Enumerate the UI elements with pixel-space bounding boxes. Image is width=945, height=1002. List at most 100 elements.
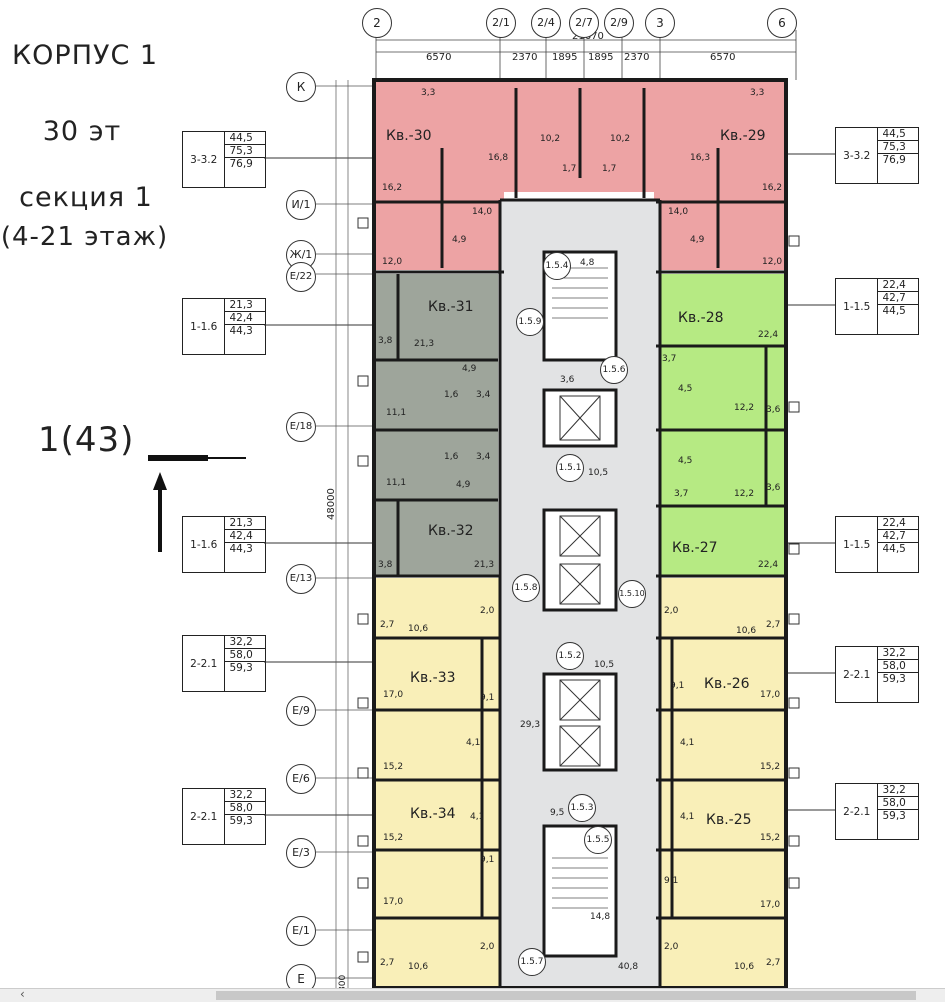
room-area: 4,9: [462, 364, 477, 374]
room-area: 3,6: [560, 375, 575, 385]
apartment-label: Кв.-31: [428, 299, 474, 315]
room-area: 4,5: [678, 384, 693, 394]
axis-bubble: И/1: [286, 190, 316, 220]
side-dimension: 48000: [326, 488, 337, 520]
room-area: 2,7: [380, 958, 395, 968]
room-area: 11,1: [386, 408, 407, 418]
apartment-label: Кв.-27: [672, 540, 718, 556]
room-area: 10,2: [610, 134, 631, 144]
core-bubble: 1.5.1: [556, 454, 584, 482]
room-area: 10,5: [588, 468, 609, 478]
core-bubble: 1.5.10: [618, 580, 646, 608]
room-area: 14,8: [590, 912, 611, 922]
room-area: 22,4: [758, 560, 779, 570]
floor-plan: [372, 78, 788, 990]
core-bubble: 1.5.4: [543, 252, 571, 280]
room-area: 16,2: [382, 183, 403, 193]
room-area: 4,9: [456, 480, 471, 490]
room-area: 3,7: [662, 354, 677, 364]
room-area: 4,1: [470, 812, 485, 822]
axis-bubble: 2/9: [604, 8, 634, 38]
axis-bubble: Е/22: [286, 262, 316, 292]
floors-count: 30 эт: [42, 116, 122, 147]
axis-bubble: Е/3: [286, 838, 316, 868]
room-area: 2,0: [664, 942, 679, 952]
core-bubble: 1.5.6: [600, 356, 628, 384]
apartment-30-fill: [376, 82, 504, 270]
room-area: 9,1: [670, 681, 685, 691]
axis-bubble: Е/13: [286, 564, 316, 594]
room-area: 11,1: [386, 478, 407, 488]
room-area: 29,3: [520, 720, 541, 730]
axis-bubble: Е/6: [286, 764, 316, 794]
room-area: 17,0: [760, 900, 781, 910]
core-bubble: 1.5.5: [584, 826, 612, 854]
top-dimensions: [375, 30, 797, 80]
room-area: 17,0: [383, 897, 404, 907]
apartment-label: Кв.-32: [428, 523, 474, 539]
room-area: 3,3: [421, 88, 436, 98]
room-area: 2,0: [480, 942, 495, 952]
room-area: 16,8: [488, 153, 509, 163]
axis-bubble: 2/7: [569, 8, 599, 38]
room-area: 1,7: [602, 164, 617, 174]
horizontal-scrollbar[interactable]: ‹: [0, 987, 945, 1002]
room-area: 3,4: [476, 390, 491, 400]
axis-bubble: 2/4: [531, 8, 561, 38]
room-area: 22,4: [758, 330, 779, 340]
room-area: 17,0: [760, 690, 781, 700]
room-area: 3,8: [378, 560, 393, 570]
apartment-label: Кв.-33: [410, 670, 456, 686]
lift-shaft: [542, 672, 618, 772]
top-dim-segment: 2370: [624, 52, 650, 63]
room-area: 4,1: [680, 738, 695, 748]
axis-bubble: Е/1: [286, 916, 316, 946]
room-area: 3,7: [674, 489, 689, 499]
apartment-28-fill: [658, 274, 784, 576]
axis-bubble: К: [286, 72, 316, 102]
room-area: 4,9: [452, 235, 467, 245]
scrollbar-thumb[interactable]: [216, 991, 916, 1000]
room-area: 9,5: [550, 808, 565, 818]
room-area: 12,0: [382, 257, 403, 267]
floor-range: (4-21 этаж): [0, 222, 169, 252]
apartment-label: Кв.-30: [386, 128, 432, 144]
room-area: 2,7: [380, 620, 395, 630]
axis-bubble: 6: [767, 8, 797, 38]
room-area: 1,7: [562, 164, 577, 174]
apartment-label: Кв.-25: [706, 812, 752, 828]
room-area: 10,5: [594, 660, 615, 670]
core-bubble: 1.5.2: [556, 642, 584, 670]
room-area: 21,3: [474, 560, 495, 570]
room-area: 9,1: [480, 693, 495, 703]
lift-shaft: [542, 508, 618, 612]
room-area: 15,2: [383, 833, 404, 843]
room-area: 12,2: [734, 489, 755, 499]
room-area: 15,2: [760, 833, 781, 843]
room-area: 9,1: [480, 855, 495, 865]
room-area: 10,6: [736, 626, 757, 636]
apartment-label: Кв.-28: [678, 310, 724, 326]
room-area: 14,0: [668, 207, 689, 217]
room-area: 15,2: [760, 762, 781, 772]
building-title: КОРПУС 1: [12, 40, 159, 71]
section-label: секция 1: [19, 182, 153, 213]
room-area: 2,7: [766, 958, 781, 968]
top-dim-segment: 1895: [588, 52, 614, 63]
scroll-left-icon[interactable]: ‹: [20, 987, 25, 1001]
room-area: 3,6: [766, 405, 781, 415]
room-area: 16,2: [762, 183, 783, 193]
core-bubble: 1.5.3: [568, 794, 596, 822]
core-bubble: 1.5.7: [518, 948, 546, 976]
top-dim-segment: 6570: [710, 52, 736, 63]
room-area: 10,6: [408, 624, 429, 634]
axis-bubble: 3: [645, 8, 675, 38]
apartment-label: Кв.-29: [720, 128, 766, 144]
